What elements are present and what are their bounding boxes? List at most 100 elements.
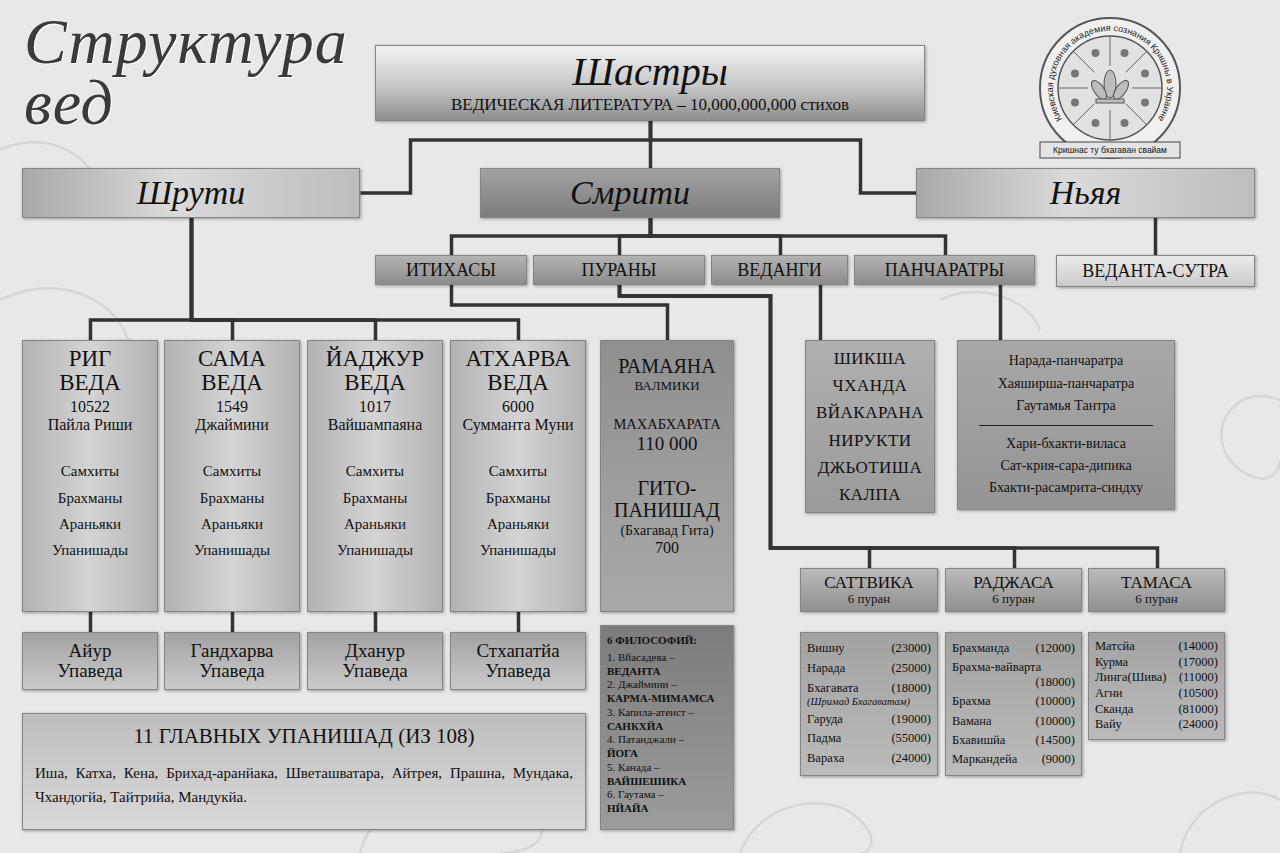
- logo-symbols: [1071, 49, 1149, 127]
- list-row: Брахманда(12000): [952, 641, 1075, 657]
- node-text: ЙОГА: [607, 747, 638, 761]
- purana-name: Бхагавата: [807, 681, 859, 697]
- node-text: РИГ ВЕДА: [59, 347, 121, 395]
- verse-count: (17000): [1178, 655, 1218, 671]
- node-text: Самхиты: [489, 458, 547, 484]
- node-text: Упанишады: [337, 537, 413, 563]
- section-box: ВЕДАНГИ: [711, 255, 848, 285]
- node-text: 6 ФИЛОСОФИЙ:: [607, 634, 697, 648]
- section-box: ПУРАНЫ: [533, 255, 705, 285]
- tree-connector: [89, 612, 93, 632]
- verse-count: (10000): [1035, 694, 1075, 710]
- node-text: 6 пуран: [992, 592, 1034, 606]
- node-text: Упанишады: [194, 537, 270, 563]
- purana-name: Матсйа: [1095, 639, 1135, 655]
- upanishad-box: 11 ГЛАВНЫХ УПАНИШАД (ИЗ 108)Иша, Катха, …: [22, 713, 586, 830]
- purana-name: Линга(Шива): [1095, 670, 1166, 686]
- purana-list-box: Матсйа(14000)Курма(17000)Линга(Шива)(110…: [1088, 632, 1225, 740]
- list-row: Гаруда(19000): [807, 712, 931, 728]
- node-text: Иша, Катха, Кена, Брихад-аранйака, Швета…: [35, 761, 573, 809]
- node-text: САНКХЙА: [607, 720, 663, 734]
- node-text: КАРМА-МИМАМСА: [607, 692, 714, 706]
- node-text: КАЛПА: [839, 481, 901, 508]
- list-row: Сканда (81000): [1095, 702, 1218, 718]
- verse-count: (81000): [1178, 702, 1218, 718]
- node-text: 3. Капила-атеист –: [607, 706, 694, 720]
- list-row: Брахма-вайварта(18000): [952, 660, 1075, 691]
- list-row: Агни(10500): [1095, 686, 1218, 702]
- pancharatra-box: Нарада-панчаратраХаяширша-панчаратраГаут…: [957, 340, 1175, 510]
- purana-name: Вараха: [807, 751, 844, 767]
- node-text: Айур Упаведа: [57, 641, 123, 681]
- purana-name: Брахма-вайварта: [952, 660, 1041, 676]
- purana-name: Маркандейа: [952, 752, 1017, 768]
- node-text: Самхиты: [61, 458, 119, 484]
- upaveda-box: Гандхарва Упаведа: [164, 632, 300, 690]
- verse-count: (9000): [1042, 752, 1075, 768]
- node-text: Шрути: [137, 174, 246, 212]
- verse-count: (11000): [1179, 670, 1218, 686]
- purana-name: Сканда: [1095, 702, 1133, 718]
- veda-box: АТХАРВА ВЕДА6000Сумманта МуниСамхитыБрах…: [450, 340, 586, 612]
- purana-name: Брахманда: [952, 641, 1009, 657]
- verse-count: (10000): [1035, 714, 1075, 730]
- node-text: РАДЖАСА: [973, 574, 1054, 593]
- node-text: 110 000: [636, 433, 697, 455]
- node-text: Хари-бхакти-виласа: [1006, 433, 1126, 455]
- node-text: Араньяки: [487, 511, 549, 537]
- verse-count: (18000): [1035, 675, 1075, 691]
- list-row: Бхагавата(18000)(Шримад Бхагаватам): [807, 681, 931, 708]
- verse-count: (18000): [891, 681, 931, 697]
- veda-box: ЙАДЖУР ВЕДА1017ВайшампаянаСамхитыБрахман…: [307, 340, 443, 612]
- veda-box: РИГ ВЕДА10522Пайла РишиСамхитыБрахманыАр…: [22, 340, 158, 612]
- node-text: 6000: [502, 398, 534, 416]
- tree-connector: [91, 218, 192, 340]
- list-row: Вайу(24000): [1095, 717, 1218, 733]
- section-box: ВЕДАНТА-СУТРА: [1056, 255, 1255, 287]
- ornament-swirl: [1221, 396, 1280, 479]
- list-row: Вамана (10000): [952, 714, 1075, 730]
- verse-count: (55000): [891, 731, 931, 747]
- node-text: НЙАЙА: [607, 802, 649, 816]
- guna-box: ТАМАСА6 пуран: [1088, 568, 1225, 612]
- node-text: Упанишады: [52, 537, 128, 563]
- list-row: Маркандейа (9000): [952, 752, 1075, 768]
- node-text: Гаутамья Тантра: [979, 395, 1152, 425]
- purana-name: Нарада: [807, 661, 845, 677]
- node-text: МАХАБХАРАТА: [613, 416, 720, 433]
- node-text: Джаймини: [195, 416, 268, 434]
- tree-connector: [517, 612, 521, 632]
- node-text: ДЖЬОТИША: [818, 454, 923, 481]
- node-text: 6 пуран: [848, 592, 890, 606]
- category-band: Шрути: [22, 168, 360, 218]
- node-text: Упанишады: [480, 537, 556, 563]
- logo-inner-ring: [1058, 36, 1162, 140]
- purana-name: Гаруда: [807, 712, 843, 728]
- list-row: Вараха(24000): [807, 751, 931, 767]
- node-text: (Бхагавад Гита): [620, 523, 713, 539]
- guna-box: САТТВИКА6 пуран: [800, 568, 938, 612]
- node-text: САМА ВЕДА: [198, 347, 266, 395]
- node-text: ШИКША: [834, 345, 907, 372]
- node-text: ПУРАНЫ: [581, 260, 656, 281]
- node-text: ВЕДАНГИ: [737, 260, 822, 281]
- purana-name: Вамана: [952, 714, 992, 730]
- node-text: Самхиты: [346, 458, 404, 484]
- node-text: ВАЙШЕШИКА: [607, 775, 686, 789]
- node-text: ЙАДЖУР ВЕДА: [326, 347, 424, 395]
- node-text: Араньяки: [59, 511, 121, 537]
- node-text: РАМАЯНА: [618, 355, 715, 378]
- logo-ribbon: [1040, 142, 1180, 158]
- logo-ring: [1040, 18, 1180, 158]
- ornament-swirl: [740, 803, 872, 853]
- tree-connector: [1154, 218, 1158, 255]
- node-text: 6. Гаутама –: [607, 788, 664, 802]
- logo-lotus: [1089, 70, 1132, 103]
- list-row: Нарада(25000): [807, 661, 931, 677]
- logo-spokes: [1058, 36, 1162, 140]
- purana-name: Падма: [807, 731, 841, 747]
- node-text: ВЙАКАРАНА: [816, 399, 924, 426]
- philosophy-box: 6 ФИЛОСОФИЙ:1. Вйасадева –ВЕДАНТА2. Джай…: [600, 625, 734, 830]
- node-text: Пайла Риши: [48, 416, 133, 434]
